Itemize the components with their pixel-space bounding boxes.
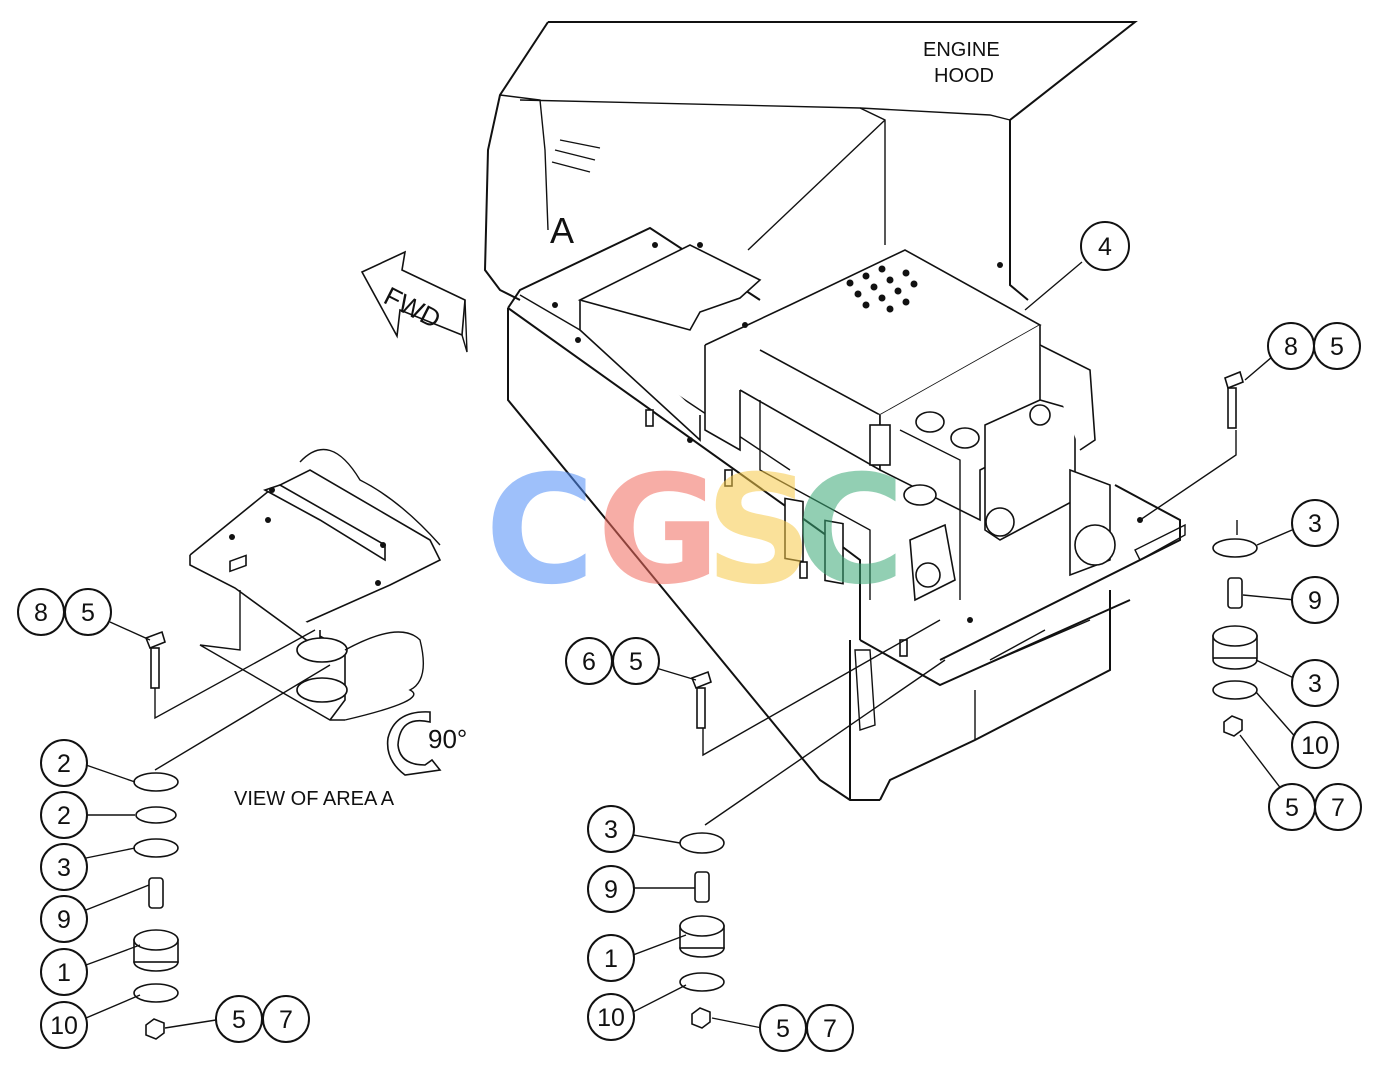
lf-bolt-icon — [144, 630, 166, 689]
callout-cf-washer: 3 — [587, 805, 635, 853]
rr-mount-icon — [1212, 625, 1258, 670]
view-caption: VIEW OF AREA A — [234, 788, 395, 810]
callout-lf-washer-3: 3 — [40, 843, 88, 891]
svg-text:3: 3 — [1308, 670, 1322, 698]
callout-rr-washer: 3 — [1291, 499, 1339, 547]
callout-lf-spacer: 9 — [40, 895, 88, 943]
fwd-arrow-icon — [360, 250, 468, 353]
lf-nut-icon — [145, 1018, 165, 1040]
callout-rr-plate: 10 — [1291, 721, 1339, 769]
callout-cf-bolt: 6 5 — [565, 637, 660, 685]
rr-spacer-icon — [1227, 577, 1243, 609]
lf-washer-1-icon — [133, 772, 179, 792]
watermark-letter-2: G — [597, 444, 720, 618]
svg-text:3: 3 — [1308, 510, 1322, 538]
svg-text:5: 5 — [232, 1006, 246, 1034]
svg-text:6: 6 — [582, 648, 596, 676]
lf-mount-icon — [133, 929, 179, 972]
svg-text:7: 7 — [279, 1006, 293, 1034]
rr-plate-icon — [1212, 680, 1258, 700]
svg-text:3: 3 — [57, 854, 71, 882]
svg-text:1: 1 — [604, 945, 618, 973]
lf-spacer-icon — [148, 877, 164, 909]
svg-text:2: 2 — [57, 750, 71, 778]
svg-text:8: 8 — [34, 599, 48, 627]
rr-bolt-icon — [1224, 370, 1244, 429]
svg-text:10: 10 — [597, 1004, 625, 1032]
lf-plate-icon — [133, 983, 179, 1003]
rr-nut-icon — [1223, 715, 1243, 737]
svg-text:4: 4 — [1098, 233, 1112, 261]
watermark-letter-4: C — [795, 444, 905, 618]
right-rear-mount — [1139, 356, 1299, 791]
engine-hood-label-2: HOOD — [934, 65, 994, 87]
svg-text:9: 9 — [57, 906, 71, 934]
area-a-label: A — [550, 210, 574, 251]
callout-lf-washer-2: 2 — [40, 791, 88, 839]
svg-text:3: 3 — [604, 816, 618, 844]
rotation-label: 90° — [428, 724, 467, 754]
svg-text:7: 7 — [823, 1015, 837, 1043]
callout-lf-mount: 1 — [40, 948, 88, 996]
svg-text:5: 5 — [629, 648, 643, 676]
callout-lf-plate: 10 — [40, 1001, 88, 1049]
watermark-letter-1: C — [485, 444, 595, 618]
callout-lf-nut: 5 7 — [215, 995, 310, 1043]
svg-text:5: 5 — [81, 599, 95, 627]
watermark-letter-3: S — [705, 444, 813, 618]
cf-mount-icon — [679, 915, 725, 958]
lf-washer-3-icon — [133, 838, 179, 858]
cf-plate-icon — [679, 972, 725, 992]
left-mount-stack — [85, 621, 331, 1040]
center-front-mount — [632, 619, 946, 1029]
svg-text:9: 9 — [604, 876, 618, 904]
engine-hood-label-1: ENGINE — [923, 39, 1000, 61]
callout-4: 4 — [1080, 221, 1130, 271]
cf-bolt-icon — [690, 670, 712, 729]
callout-cf-mount: 1 — [587, 934, 635, 982]
rr-washer-icon — [1212, 538, 1258, 558]
cf-washer-icon — [679, 832, 725, 854]
leader-4 — [1024, 261, 1083, 311]
svg-text:10: 10 — [50, 1012, 78, 1040]
engine-assembly — [552, 242, 1143, 657]
svg-text:8: 8 — [1284, 333, 1298, 361]
view-area-a — [189, 448, 442, 721]
rotate-arrow-icon — [386, 711, 442, 776]
svg-text:1: 1 — [57, 959, 71, 987]
callout-rr-nut: 5 7 — [1268, 783, 1362, 831]
cf-spacer-icon — [694, 871, 710, 903]
svg-text:5: 5 — [1285, 794, 1299, 822]
watermark-logo: C G S C — [485, 444, 905, 618]
lf-washer-2-icon — [135, 806, 177, 824]
callout-rr-mount: 3 — [1291, 659, 1339, 707]
svg-text:5: 5 — [776, 1015, 790, 1043]
svg-text:5: 5 — [1330, 333, 1344, 361]
callout-cf-nut: 5 7 — [759, 1004, 854, 1052]
callout-lf-washer-1: 2 — [40, 739, 88, 787]
callout-rr-bolt: 8 5 — [1267, 322, 1361, 370]
callout-lf-bolt: 8 5 — [17, 588, 112, 636]
svg-text:10: 10 — [1301, 732, 1329, 760]
svg-text:7: 7 — [1331, 794, 1345, 822]
callout-rr-spacer: 9 — [1291, 576, 1339, 624]
engine-hood — [483, 21, 1138, 301]
frame-chassis — [507, 226, 1186, 801]
callout-cf-spacer: 9 — [587, 865, 635, 913]
svg-text:2: 2 — [57, 802, 71, 830]
cf-nut-icon — [691, 1007, 711, 1029]
callout-cf-plate: 10 — [587, 993, 635, 1041]
svg-text:9: 9 — [1308, 587, 1322, 615]
